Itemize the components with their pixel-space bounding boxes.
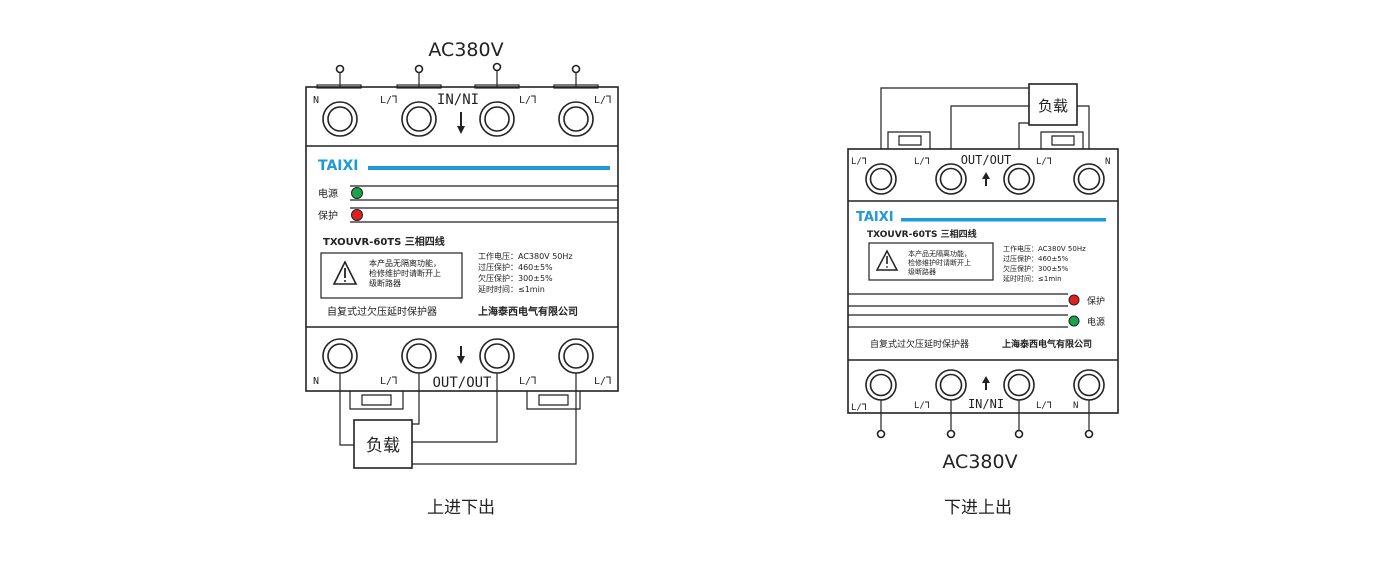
spec-line: 欠压保护：300±5% [1003, 264, 1069, 273]
terminal-label: N [1073, 401, 1078, 411]
spec-line: 过压保护：460±5% [478, 262, 553, 272]
terminal-label: L/⅂ [914, 401, 930, 411]
load-wiring: 负载 [880, 83, 1090, 163]
terminal-label: L/⅂ [851, 157, 867, 167]
terminal-label: N [313, 376, 319, 387]
terminal-label: L/⅂ [519, 376, 537, 387]
brand-logo: TAIXI [318, 158, 359, 174]
load-wiring: 负载 [339, 373, 577, 469]
spec-line: 延时时间：≤1min [1003, 274, 1062, 283]
brand-stripe [901, 218, 1106, 222]
warning-line: 本产品无隔离功能， [908, 249, 971, 258]
company-name: 上海泰西电气有限公司 [1002, 338, 1092, 350]
protect-led-icon [351, 209, 363, 221]
spec-line: 工作电压：AC380V 50Hz [478, 251, 573, 261]
spec-line: 工作电压：AC380V 50Hz [1003, 244, 1086, 253]
indicator-rows: 保护 电源 [848, 293, 1105, 328]
warning-triangle-icon [332, 260, 358, 285]
spec-line: 延时时间：≤1min [478, 284, 545, 294]
diagram-bottom-in-top-out: 负载 L/⅂ L/⅂ L/⅂ N OUT/OUT TAIXI TXOUVR-60… [847, 83, 1119, 518]
indicator-label: 保护 [1087, 295, 1105, 307]
protect-led-icon [1068, 294, 1080, 306]
warning-line: 检修维护时请断开上 [908, 258, 971, 267]
load-box [1028, 83, 1078, 126]
indicator-label: 电源 [1087, 316, 1105, 328]
bottom-terminal-screws [322, 338, 594, 374]
up-arrow-icon [982, 172, 990, 186]
brand-stripe [368, 166, 610, 170]
warning-box [868, 242, 994, 281]
terminal-label: N [313, 95, 319, 106]
model-label: TXOUVR-60TS 三相四线 [867, 228, 977, 240]
terminal-label: L/⅂ [1036, 401, 1052, 411]
brand-logo: TAIXI [856, 210, 894, 225]
model-label: TXOUVR-60TS 三相四线 [323, 235, 445, 248]
terminal-center-label: OUT/OUT [432, 375, 492, 391]
terminal-label: L/⅂ [914, 157, 930, 167]
indicator-label: 电源 [318, 187, 338, 200]
warning-triangle-icon [875, 249, 899, 271]
indicator-rows: 电源 保护 [318, 185, 618, 223]
down-arrow-icon [457, 346, 465, 364]
terminal-label: L/⅂ [851, 403, 867, 413]
top-terminal-screws [322, 101, 594, 137]
company-name: 上海泰西电气有限公司 [478, 305, 578, 318]
device-body [847, 148, 1119, 414]
terminal-center-label: IN/NI [437, 92, 479, 108]
down-arrow-icon [457, 112, 465, 134]
supply-label: AC380V [428, 39, 503, 61]
terminal-center-label: OUT/OUT [961, 153, 1012, 167]
device-body [305, 86, 619, 392]
terminal-label: N [1105, 157, 1110, 167]
indicator-label: 保护 [318, 209, 338, 222]
warning-line: 本产品无隔离功能， [369, 258, 441, 268]
warning-line: 检修维护时请断开上 [369, 268, 441, 278]
terminal-label: L/⅂ [1036, 157, 1052, 167]
spec-line: 欠压保护：300±5% [478, 273, 553, 283]
spec-line: 过压保护：460±5% [1003, 254, 1069, 263]
input-wires [876, 400, 1094, 439]
product-name: 自复式过欠压延时保护器 [870, 338, 969, 350]
power-led-icon [351, 187, 363, 199]
terminal-label: L/⅂ [519, 95, 537, 106]
diagram-top-in-bottom-out: AC380V N L/⅂ L/⅂ L/⅂ IN [305, 39, 619, 518]
warning-line: 级断路器 [908, 267, 936, 276]
terminal-center-label: IN/NI [968, 397, 1004, 411]
product-name: 自复式过欠压延时保护器 [327, 305, 437, 318]
warning-line: 级断路器 [369, 278, 401, 288]
diagram-caption: 下进上出 [944, 498, 1012, 518]
diagram-caption: 上进下出 [427, 498, 495, 518]
terminal-label: L/⅂ [594, 95, 612, 106]
terminal-label: L/⅂ [380, 376, 398, 387]
power-led-icon [1068, 315, 1080, 327]
warning-box [320, 252, 463, 299]
up-arrow-icon [982, 376, 990, 390]
terminal-label: L/⅂ [594, 376, 612, 387]
load-box [353, 419, 413, 469]
top-terminal-screws [865, 163, 1105, 195]
supply-label: AC380V [942, 451, 1017, 473]
terminal-label: L/⅂ [380, 95, 398, 106]
load-label: 负载 [1038, 97, 1068, 115]
load-label: 负载 [366, 436, 400, 456]
